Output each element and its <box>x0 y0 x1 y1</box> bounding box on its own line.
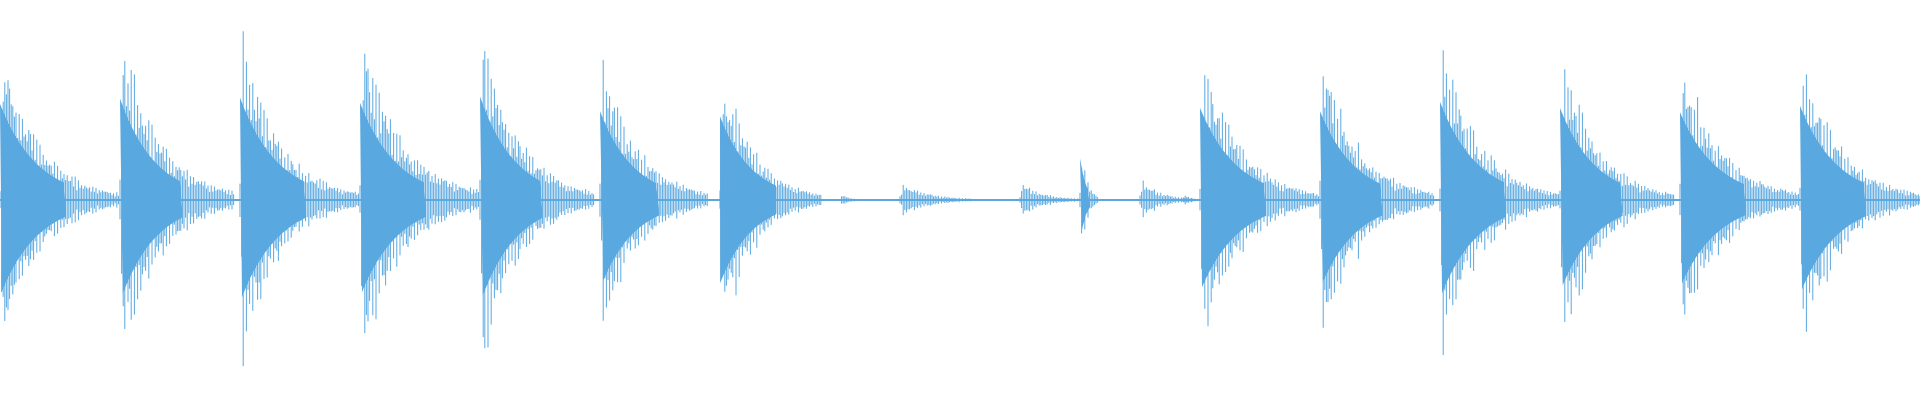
waveform-hits <box>0 31 1920 367</box>
waveform-hit-17 <box>1559 69 1675 322</box>
waveform-hit-body <box>120 98 183 294</box>
waveform-hit-7 <box>719 103 822 296</box>
waveform-hit-16 <box>1439 50 1561 355</box>
waveform-hit-body <box>0 103 66 292</box>
waveform-hit-14 <box>1199 75 1321 327</box>
waveform-hit-body <box>720 116 777 284</box>
waveform-hit-18 <box>1679 82 1801 315</box>
waveform-hit-body <box>600 111 660 281</box>
waveform-hit-8 <box>839 196 863 204</box>
waveform-hit-body <box>1320 111 1383 283</box>
waveform-hit-body <box>1800 105 1866 290</box>
waveform-hit-11 <box>1079 158 1099 234</box>
waveform-hit-body <box>1680 112 1746 284</box>
waveform-hit-body <box>240 97 306 298</box>
waveform-hit-body <box>1560 108 1623 286</box>
waveform-hit-15 <box>1319 76 1435 328</box>
waveform-hit-1 <box>0 80 121 321</box>
waveform-hit-body <box>480 96 543 296</box>
waveform-hit-body <box>1440 101 1506 294</box>
waveform-hit-body <box>360 102 426 293</box>
waveform-hit-9 <box>899 184 971 216</box>
waveform-hit-10 <box>1019 185 1080 214</box>
waveform-hit-6 <box>599 59 708 321</box>
waveform-hit-2 <box>119 61 235 329</box>
waveform-hit-trace <box>1019 185 1080 214</box>
waveform-hit-5 <box>479 51 595 349</box>
waveform-hit-trace <box>899 184 971 216</box>
waveform-hit-19 <box>1799 74 1920 332</box>
waveform-hit-trace <box>839 196 863 204</box>
waveform-hit-body <box>1200 108 1266 288</box>
waveform-hit-4 <box>359 53 481 334</box>
waveform-hit-3 <box>239 31 361 367</box>
waveform-hit-body <box>1080 158 1090 230</box>
